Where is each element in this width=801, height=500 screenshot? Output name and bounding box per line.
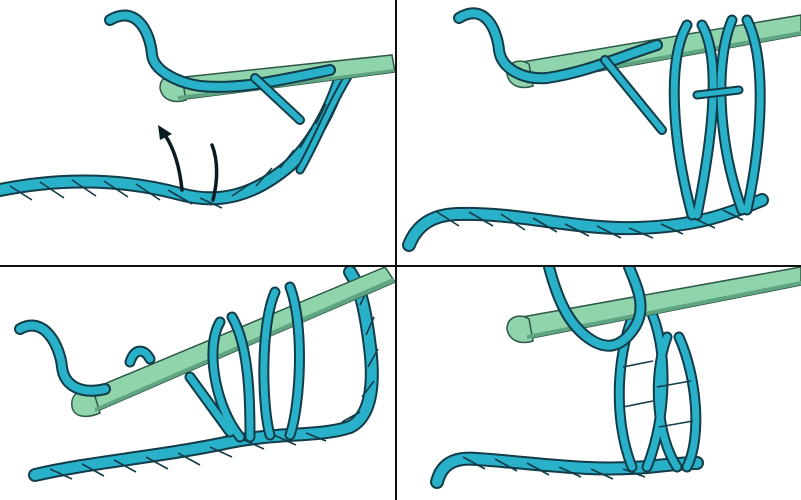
crochet-hook: [72, 267, 395, 416]
step-1-panel: [0, 0, 395, 265]
step-2-panel: [397, 0, 801, 265]
step-3-panel: [0, 267, 395, 500]
foundation-chain: [437, 457, 697, 482]
horizontal-divider: [0, 265, 801, 267]
step-4-panel: [397, 267, 801, 500]
yarn-tail: [20, 326, 105, 391]
foundation-chain: [409, 200, 762, 245]
vertical-divider: [395, 0, 397, 500]
yarn-tail: [459, 13, 662, 130]
